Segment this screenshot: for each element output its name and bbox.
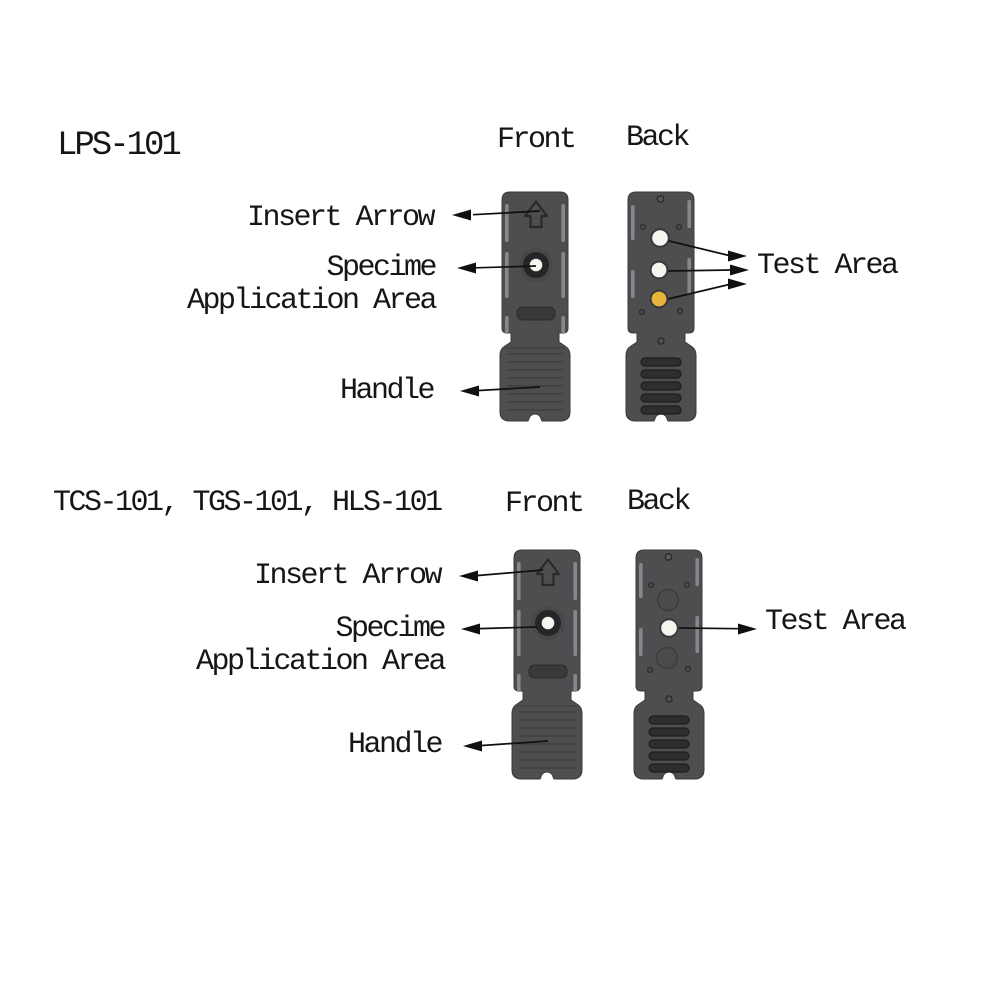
label-specimen-line1-1: Specime bbox=[326, 251, 437, 285]
tcs101-back-device bbox=[633, 549, 705, 780]
label-specimen-line2-1: Application Area bbox=[186, 284, 438, 318]
callout-specimen-1 bbox=[457, 262, 537, 274]
test-spot-2 bbox=[649, 260, 669, 280]
callout-test-area-2 bbox=[678, 623, 757, 635]
label-specimen-application-area-2: Specime Application Area bbox=[195, 612, 447, 679]
test-spot-3 bbox=[649, 289, 669, 309]
label-insert-arrow-2: Insert Arrow bbox=[253, 559, 443, 593]
callout-handle-1 bbox=[460, 385, 541, 397]
molded-boss-upper bbox=[656, 588, 680, 612]
label-specimen-line1-2: Specime bbox=[335, 612, 446, 646]
label-specimen-application-area-1: Specime Application Area bbox=[186, 251, 438, 318]
test-spot-1 bbox=[659, 618, 679, 638]
callout-test-area-1 bbox=[667, 240, 749, 300]
molded-boss-lower bbox=[655, 646, 679, 670]
model-title-lps101: LPS-101 bbox=[57, 127, 182, 165]
front-heading-2: Front bbox=[505, 487, 585, 521]
label-handle-1: Handle bbox=[339, 374, 436, 408]
back-heading-1: Back bbox=[626, 121, 691, 155]
callout-handle-2 bbox=[463, 740, 549, 752]
label-specimen-line2-2: Application Area bbox=[195, 645, 447, 679]
tcs101-front-device bbox=[511, 549, 583, 780]
callout-insert-arrow-2 bbox=[459, 569, 544, 582]
label-test-area-1: Test Area bbox=[757, 249, 899, 283]
lps101-back-device bbox=[625, 191, 697, 422]
back-heading-2: Back bbox=[627, 485, 692, 519]
label-test-area-2: Test Area bbox=[765, 605, 907, 639]
label-handle-2: Handle bbox=[347, 728, 444, 762]
front-heading-1: Front bbox=[497, 123, 577, 157]
test-spot-1 bbox=[650, 228, 670, 248]
model-title-tcs-tgs-hls: TCS-101, TGS-101, HLS-101 bbox=[53, 486, 443, 520]
callout-specimen-2 bbox=[461, 623, 538, 635]
callout-insert-arrow-1 bbox=[452, 209, 541, 221]
label-insert-arrow-1: Insert Arrow bbox=[246, 201, 436, 235]
